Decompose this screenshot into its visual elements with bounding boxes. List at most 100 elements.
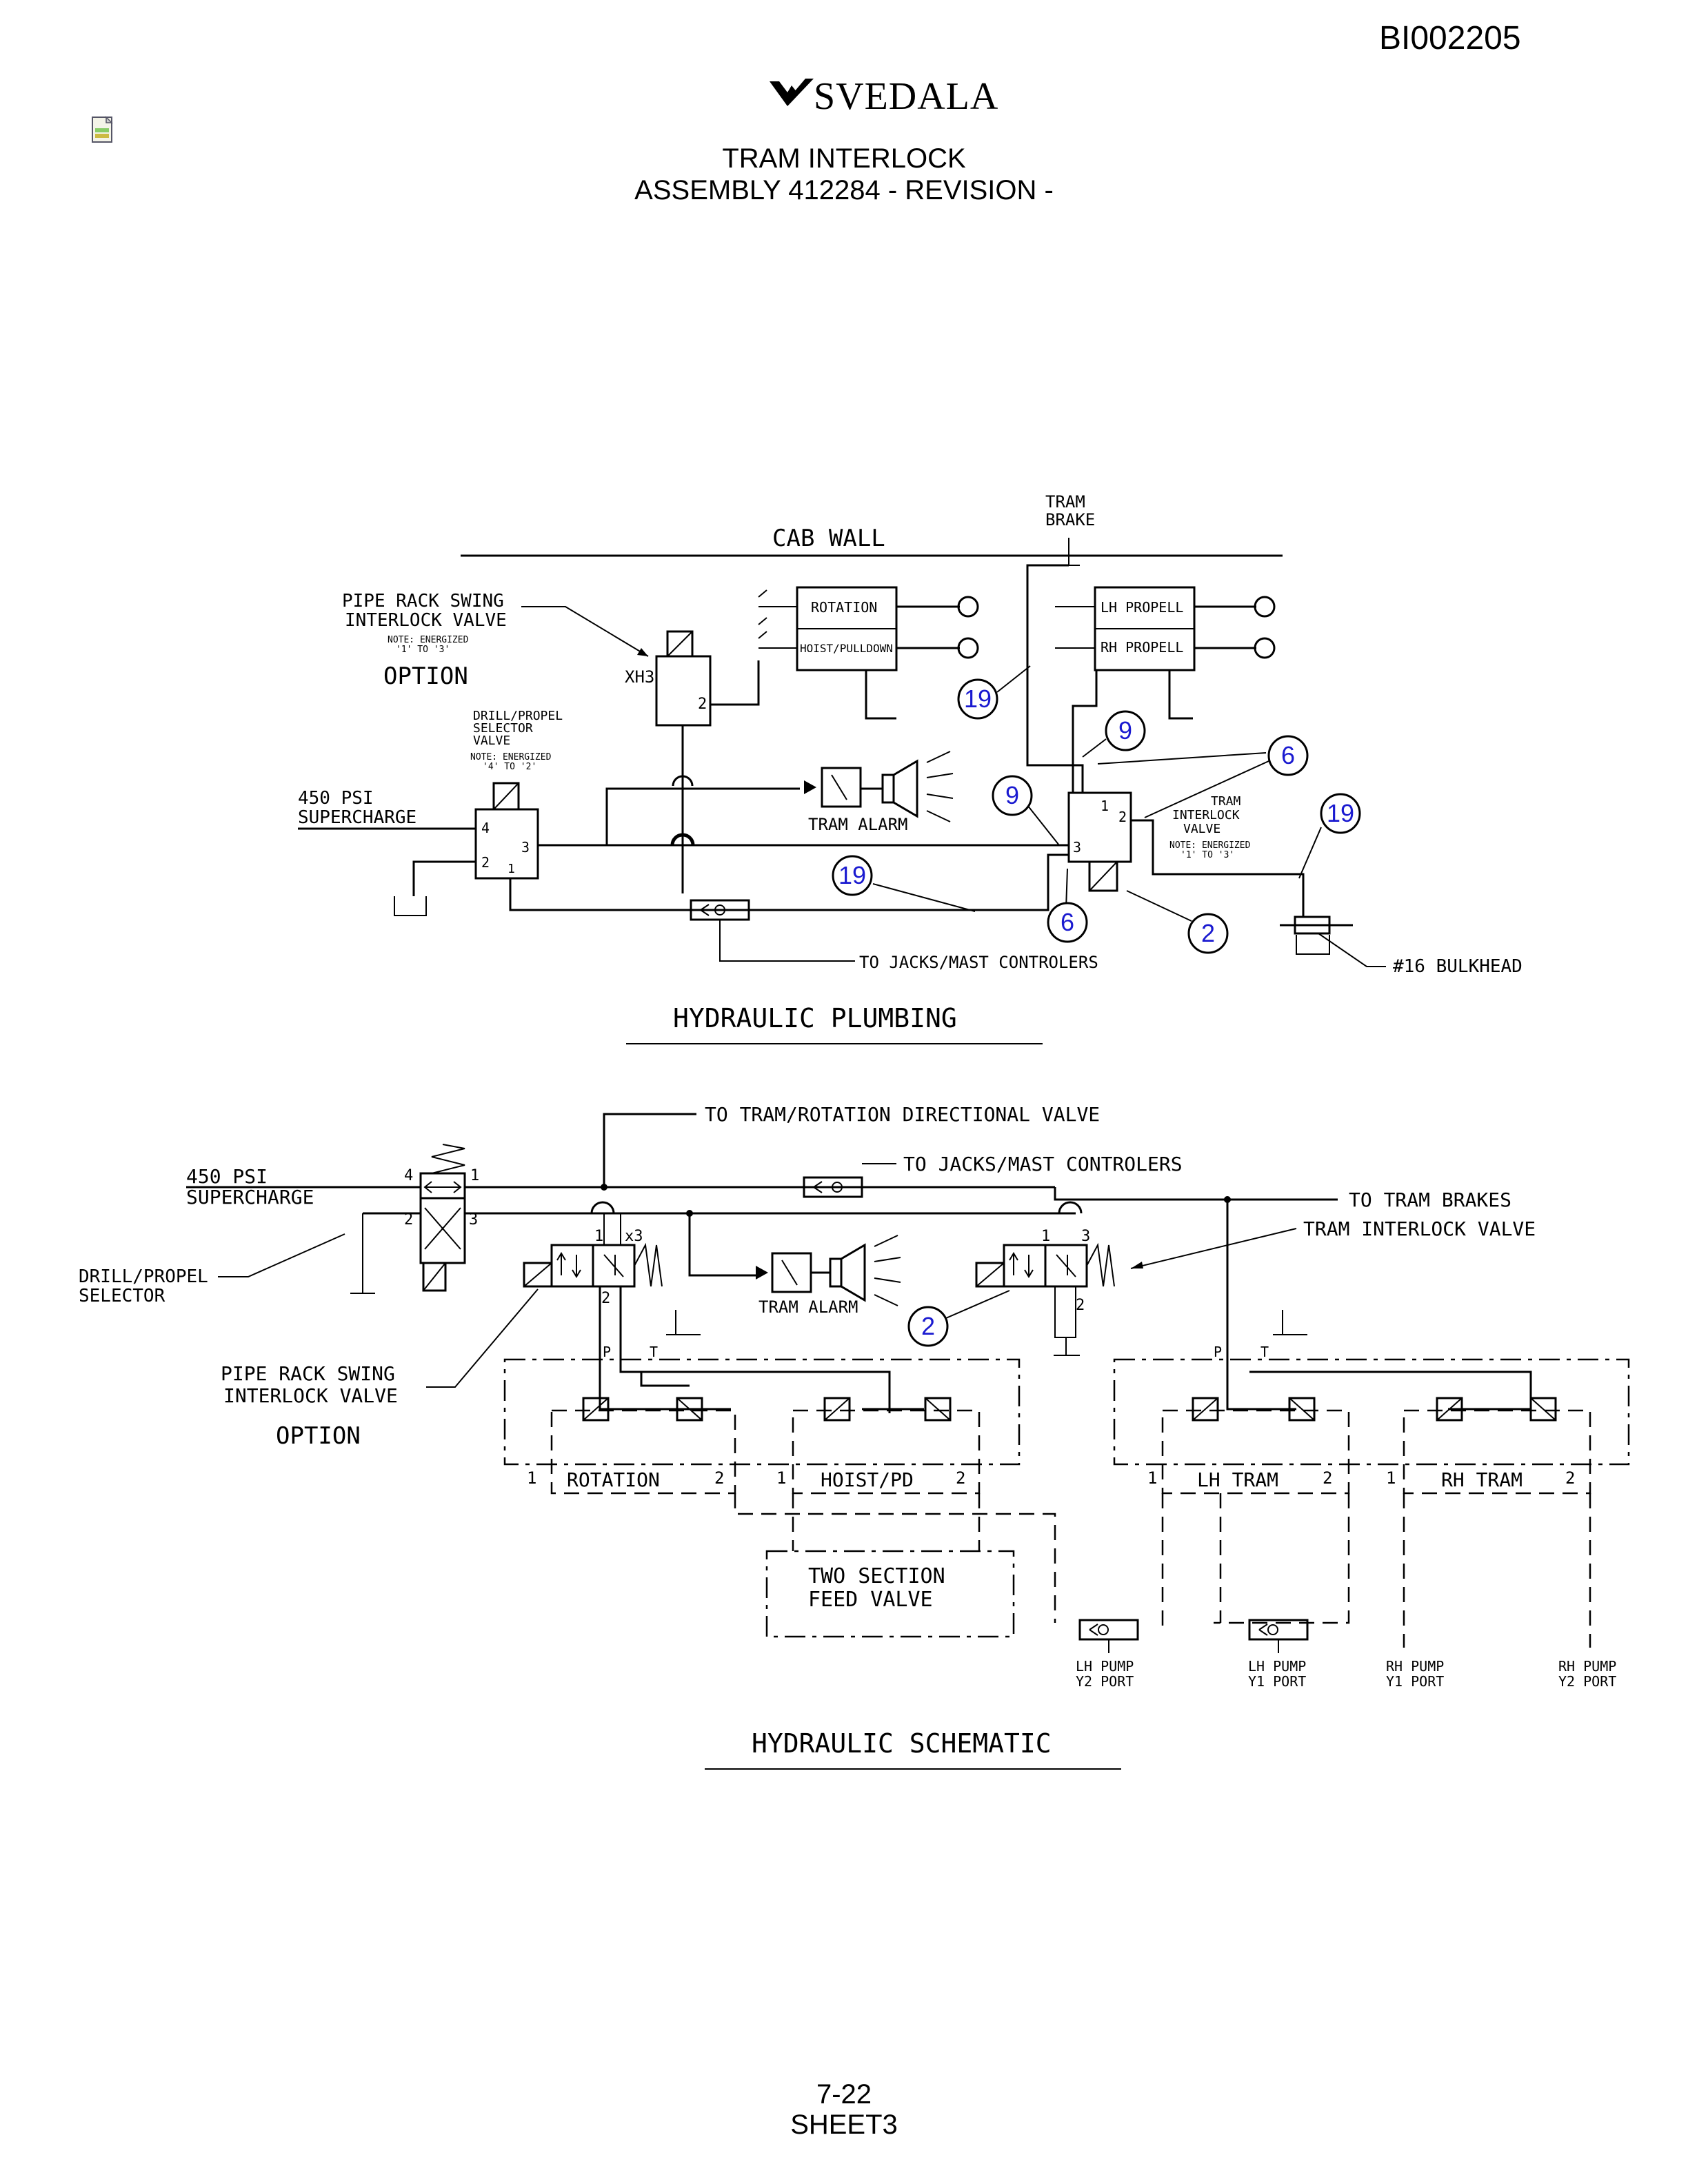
schem-interlock-valve-a <box>1003 1244 1047 1288</box>
rh-tram-port-2: 2 <box>1565 1468 1575 1488</box>
tram-brake-label-1: TRAM <box>1045 492 1085 512</box>
tram-interlock-label-3: VALVE <box>1183 822 1220 836</box>
callout-bubble-6b <box>1047 902 1088 943</box>
document-attachment-icon[interactable] <box>90 116 117 145</box>
drill-selector-label-1: DRILL/PROPEL <box>473 709 563 723</box>
schem-interlock-port-1: 1 <box>1041 1228 1050 1245</box>
bulkhead-label: #16 BULKHEAD <box>1393 956 1523 977</box>
rh-tram-section <box>1403 1409 1591 1495</box>
to-jacks-label: TO JACKS/MAST CONTROLERS <box>859 953 1098 972</box>
callout-bubble-19b <box>1320 793 1361 834</box>
document-id: BI002205 <box>1379 20 1521 57</box>
interlock-port-3: 3 <box>1073 839 1081 856</box>
callout-bubble-9b <box>992 775 1033 816</box>
schem-callout-bubble-2 <box>907 1306 949 1347</box>
tram-valve-bank <box>1113 1358 1630 1466</box>
schem-tram-interlock-label: TRAM INTERLOCK VALVE <box>1303 1217 1536 1240</box>
schem-interlock-port-3: 3 <box>1081 1228 1090 1245</box>
pipe-rack-valve <box>655 655 712 727</box>
pipe-rack-label-2: INTERLOCK VALVE <box>345 610 507 631</box>
hydraulic-schematic-title: HYDRAULIC SCHEMATIC <box>752 1728 1052 1759</box>
schem-tram-alarm-horn-icon <box>829 1257 843 1288</box>
hoist-section <box>792 1409 981 1495</box>
callout-bubble-2a <box>1187 913 1229 954</box>
right-bank-port-t: T <box>1260 1344 1269 1360</box>
right-bank-port-p: P <box>1214 1344 1222 1360</box>
two-section-feed-valve <box>765 1550 1015 1638</box>
schem-port-4: 4 <box>404 1167 413 1184</box>
hydraulic-schematic-view: TO TRAM/ROTATION DIRECTIONAL VALVE TO JA… <box>79 1103 1630 1770</box>
schem-pipe-rack-valve-a <box>550 1244 594 1288</box>
drill-note-1: NOTE: ENERGIZED <box>470 752 552 762</box>
interlock-note-1: NOTE: ENERGIZED <box>1169 840 1251 851</box>
schem-interlock-port-2: 2 <box>1076 1297 1085 1314</box>
to-tram-brakes-label: TO TRAM BRAKES <box>1349 1189 1511 1211</box>
schem-tram-alarm-switch <box>771 1252 812 1293</box>
feed-valve-label-2: FEED VALVE <box>808 1588 933 1612</box>
pipe-rack-port-2: 2 <box>698 696 707 713</box>
svg-text:6: 6 <box>1061 908 1074 936</box>
hoist-port-2: 2 <box>956 1468 965 1488</box>
svg-text:19: 19 <box>1327 799 1354 827</box>
option-label: OPTION <box>383 663 468 690</box>
svedala-logo-icon <box>770 79 814 106</box>
xh3-label: XH3 <box>625 667 654 687</box>
lh-pump-y1-label-2: Y1 PORT <box>1248 1673 1306 1690</box>
schem-rotation-label: ROTATION <box>567 1468 660 1491</box>
rotation-hoist-valve-bank <box>503 1358 1021 1466</box>
tram-interlock-label-1: TRAM <box>1211 794 1241 809</box>
drill-selector-label-3: VALVE <box>473 734 510 748</box>
rh-pump-y1-label-1: RH PUMP <box>1386 1658 1444 1675</box>
tram-alarm-horn-icon <box>881 774 895 804</box>
drill-selector-label-2: SELECTOR <box>473 721 533 736</box>
tram-brake-label-2: BRAKE <box>1045 510 1095 529</box>
schem-rack-x3: x3 <box>625 1228 643 1245</box>
tram-alarm-label: TRAM ALARM <box>808 815 908 834</box>
svg-text:2: 2 <box>1201 919 1215 947</box>
hoist-port-1: 1 <box>776 1468 786 1488</box>
lh-tram-port-2: 2 <box>1323 1468 1332 1488</box>
tram-interlock-label-2: INTERLOCK <box>1172 808 1240 822</box>
schem-selector-lower <box>419 1197 466 1264</box>
rh-pump-y1-label-2: Y1 PORT <box>1386 1673 1444 1690</box>
left-bank-port-t: T <box>650 1344 658 1360</box>
hoist-label: HOIST/PULLDOWN <box>800 642 893 655</box>
callout-bubble-19c <box>832 855 873 896</box>
rotation-label: ROTATION <box>811 599 877 616</box>
schem-pipe-rack-label-2: INTERLOCK VALVE <box>223 1384 398 1407</box>
svg-text:2: 2 <box>921 1312 935 1340</box>
schem-rack-port-2: 2 <box>601 1290 610 1307</box>
drill-port-4: 4 <box>481 820 490 836</box>
to-tram-rotation-label: TO TRAM/ROTATION DIRECTIONAL VALVE <box>705 1103 1100 1126</box>
schem-port-1: 1 <box>470 1167 479 1184</box>
schem-port-3: 3 <box>469 1211 478 1228</box>
svg-text:9: 9 <box>1118 716 1132 745</box>
schem-pipe-rack-label-1: PIPE RACK SWING <box>221 1362 395 1385</box>
schem-lh-tram-label: LH TRAM <box>1197 1468 1278 1491</box>
schem-rh-tram-label: RH TRAM <box>1441 1468 1523 1491</box>
drill-port-3: 3 <box>521 839 530 856</box>
rh-pump-y2-label-2: Y2 PORT <box>1558 1673 1616 1690</box>
lh-tram-section <box>1161 1409 1350 1495</box>
hydraulic-plumbing-view: CAB WALL TRAM BRAKE PIPE RACK SWING INTE… <box>298 492 1523 1044</box>
svg-text:19: 19 <box>838 861 866 889</box>
rotation-port-2: 2 <box>714 1468 724 1488</box>
rh-propell-label: RH PROPELL <box>1101 639 1183 656</box>
lh-pump-y2-label-2: Y2 PORT <box>1076 1673 1134 1690</box>
lh-pump-y1-label-1: LH PUMP <box>1248 1658 1306 1675</box>
psi-label-2: SUPERCHARGE <box>298 807 416 828</box>
callout-bubble-9a <box>1105 710 1146 751</box>
lh-tram-port-1: 1 <box>1147 1468 1157 1488</box>
callout-bubble-19a <box>957 678 998 720</box>
page-number: 7-22 <box>816 2079 872 2110</box>
brand-name: SVEDALA <box>814 75 999 118</box>
svg-text:9: 9 <box>1005 781 1019 809</box>
interlock-note-2: '1' TO '3' <box>1180 850 1234 860</box>
drawing-title: TRAM INTERLOCK <box>722 143 966 174</box>
interlock-port-1: 1 <box>1101 798 1109 814</box>
rh-tram-port-1: 1 <box>1386 1468 1396 1488</box>
schem-to-jacks-label: TO JACKS/MAST CONTROLERS <box>903 1153 1183 1175</box>
interlock-port-2: 2 <box>1118 809 1127 825</box>
